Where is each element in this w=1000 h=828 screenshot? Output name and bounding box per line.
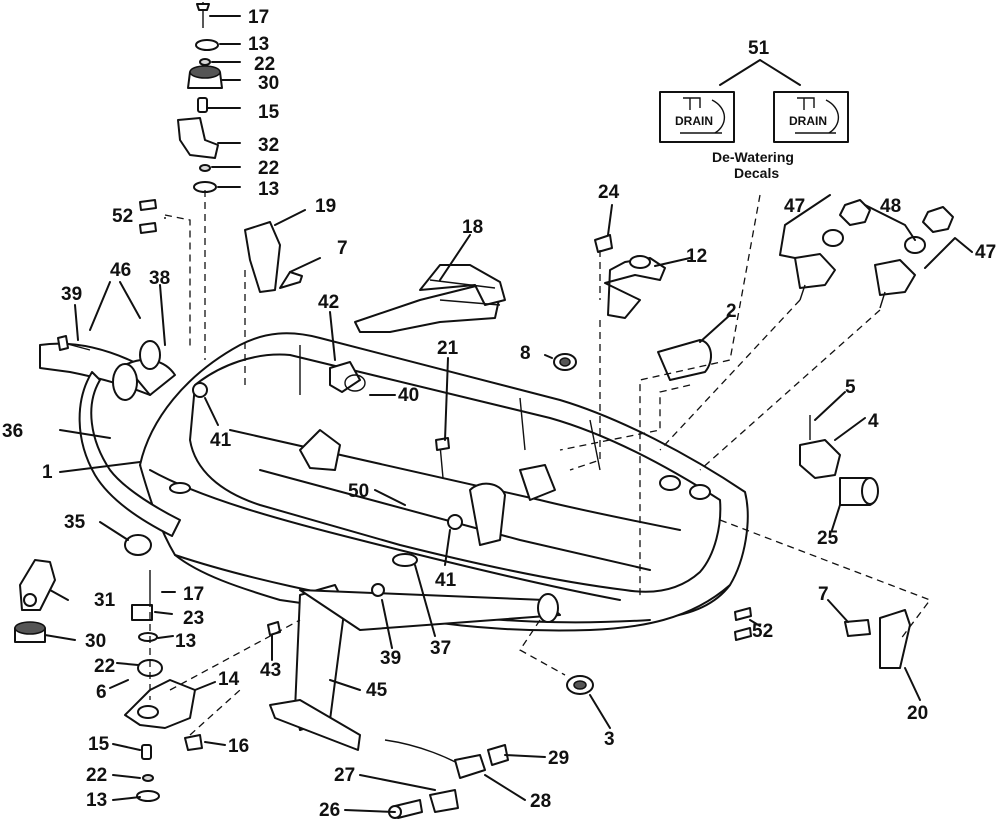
- callout-17: 17: [183, 584, 204, 605]
- callout-3: 3: [604, 729, 615, 750]
- bracket-19-part: [244, 221, 303, 293]
- callout-28: 28: [530, 791, 551, 812]
- callout-32: 32: [258, 135, 279, 156]
- callout-4: 4: [868, 411, 879, 432]
- callout-48: 48: [880, 196, 901, 217]
- dewatering-decals: DRAIN DRAIN De-Watering Decals: [659, 59, 849, 181]
- callout-2: 2: [726, 301, 737, 322]
- fitting-47-right-part: [874, 259, 916, 309]
- callout-27: 27: [334, 765, 355, 786]
- callout-13: 13: [258, 179, 279, 200]
- callout-31: 31: [94, 590, 116, 611]
- curved-arrow-icon: [825, 99, 840, 134]
- cable-hardware-part: [384, 739, 509, 819]
- fitting-47-left-part: [794, 253, 836, 301]
- nut-48-parts: [822, 199, 954, 254]
- callout-15: 15: [258, 102, 280, 123]
- decals-title-line1: De-Watering: [712, 149, 794, 165]
- callout-39: 39: [380, 648, 401, 669]
- callout-43: 43: [260, 660, 281, 681]
- callout-21: 21: [437, 338, 459, 359]
- callout-39: 39: [61, 284, 82, 305]
- callout-6: 6: [96, 682, 107, 703]
- callout-19: 19: [315, 196, 336, 217]
- callout-7: 7: [337, 238, 348, 259]
- callout-38: 38: [149, 268, 170, 289]
- callout-22: 22: [258, 158, 279, 179]
- bracket-20-part: [844, 609, 911, 669]
- callout-52: 52: [752, 621, 773, 642]
- callout-30: 30: [258, 73, 279, 94]
- top-mount-stack: [177, 2, 223, 193]
- callout-47: 47: [784, 196, 805, 217]
- callout-22: 22: [86, 765, 107, 786]
- callout-22: 22: [94, 656, 115, 677]
- callout-30: 30: [85, 631, 106, 652]
- callout-29: 29: [548, 748, 569, 769]
- latch-4-part: [799, 415, 841, 479]
- callout-7: 7: [818, 584, 829, 605]
- callout-17: 17: [248, 7, 269, 28]
- callout-25: 25: [817, 528, 839, 549]
- exhaust-hose-part: [39, 340, 181, 537]
- grommet-3-part: [566, 675, 594, 695]
- lower-mount-stack: [14, 534, 203, 802]
- callout-46: 46: [110, 260, 131, 281]
- callout-45: 45: [366, 680, 388, 701]
- lower-cowl-part: [139, 332, 749, 632]
- callout-24: 24: [598, 182, 620, 203]
- plug-25-part: [839, 477, 879, 506]
- callout-20: 20: [907, 703, 928, 724]
- callout-47: 47: [975, 242, 996, 263]
- callout-51: 51: [748, 38, 770, 59]
- callout-37: 37: [430, 638, 451, 659]
- callout-36: 36: [2, 421, 23, 442]
- callout-23: 23: [183, 608, 204, 629]
- callout-numbers: 17 13 22 30 15 32 22 13 19 52 7 18 24 12…: [2, 7, 996, 821]
- callout-16: 16: [228, 736, 249, 757]
- callout-13: 13: [175, 631, 196, 652]
- callout-18: 18: [462, 217, 483, 238]
- callout-41: 41: [210, 430, 232, 451]
- clamp-bracket-part: [269, 584, 561, 751]
- callout-8: 8: [520, 343, 531, 364]
- decal-right-label: DRAIN: [789, 114, 827, 128]
- bracket-12-part: [594, 234, 666, 319]
- faucet-icon: [797, 97, 815, 110]
- callout-35: 35: [64, 512, 86, 533]
- decal-left-label: DRAIN: [675, 114, 713, 128]
- callout-12: 12: [686, 246, 707, 267]
- small-fasteners: [57, 199, 752, 641]
- handle-part: [354, 264, 506, 333]
- grommet-8-part: [553, 353, 577, 371]
- assembly-dashed-lines: [149, 190, 932, 736]
- callout-26: 26: [319, 800, 340, 821]
- callout-41: 41: [435, 570, 457, 591]
- callout-50: 50: [348, 481, 369, 502]
- callout-22: 22: [254, 54, 275, 75]
- callout-5: 5: [845, 377, 856, 398]
- callout-42: 42: [318, 292, 339, 313]
- callout-15: 15: [88, 734, 110, 755]
- callout-52: 52: [112, 206, 133, 227]
- callout-40: 40: [398, 385, 419, 406]
- leader-lines: [44, 15, 973, 813]
- callout-13: 13: [86, 790, 107, 811]
- callout-1: 1: [42, 462, 53, 483]
- callout-14: 14: [218, 669, 240, 690]
- callout-13: 13: [248, 34, 269, 55]
- curved-arrow-icon: [711, 99, 726, 134]
- faucet-icon: [683, 97, 701, 110]
- decals-title-line2: Decals: [734, 165, 779, 181]
